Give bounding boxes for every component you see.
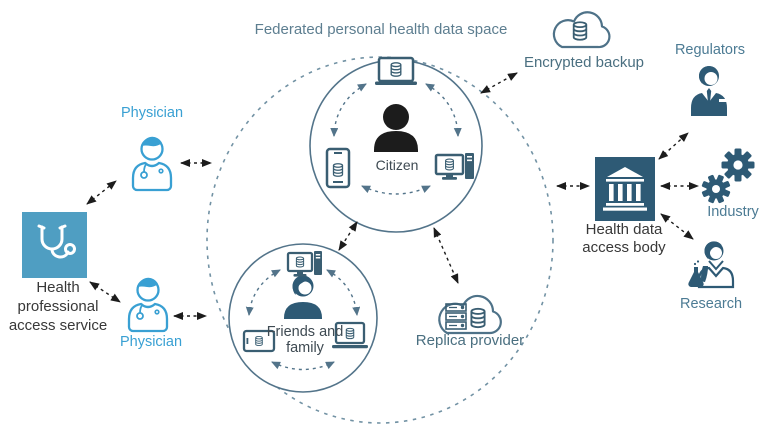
regulators-label: Regulators — [674, 42, 746, 58]
arrow-hdab-regulators — [658, 132, 689, 160]
arrow-hpas-physician-top — [86, 180, 117, 205]
arrow-citizen-friends — [338, 221, 358, 251]
friends-family-line2: family — [286, 340, 324, 356]
arrow-citizen-replica — [433, 227, 459, 284]
regulator-person-icon — [691, 66, 728, 116]
health-data-access-body-label: Health data access body — [573, 221, 675, 257]
health-data-access-body-tile — [595, 157, 655, 221]
citizen-person-icon — [374, 104, 418, 152]
arrow-citizen-backup — [480, 72, 518, 94]
industry-label: Industry — [707, 204, 759, 220]
desktop-database-icon — [434, 153, 474, 180]
laptop-database-icon-2 — [332, 321, 368, 349]
physician-top-icon — [131, 136, 173, 192]
stethoscope-icon — [37, 224, 76, 259]
hdab-line2: access body — [582, 239, 666, 256]
arrow-hdab-research — [660, 213, 694, 240]
health-professional-access-service-tile — [22, 212, 87, 278]
citizen-sync-arcs — [330, 83, 462, 195]
hpas-line1: Health — [36, 279, 80, 296]
hdab-line1: Health data — [585, 221, 663, 238]
phone-database-icon — [325, 147, 351, 189]
friends-family-label: Friends and family — [255, 324, 355, 356]
cloud-server-icon — [438, 294, 502, 335]
diagram-title: Federated personal health data space — [254, 21, 508, 38]
research-label: Research — [679, 296, 743, 312]
encrypted-backup-label: Encrypted backup — [523, 54, 645, 71]
friends-family-line1: Friends and — [266, 324, 344, 340]
citizen-label: Citizen — [375, 157, 419, 173]
replica-provider-label: Replica provider — [415, 332, 525, 349]
researcher-flask-icon — [688, 241, 735, 289]
hpas-line2: professional — [17, 298, 99, 315]
desktop-tower-icon — [286, 251, 322, 277]
cloud-database-icon — [552, 11, 611, 49]
physician-top-label: Physician — [120, 105, 184, 121]
laptop-database-icon — [375, 56, 417, 85]
physician-bottom-icon — [127, 277, 169, 333]
health-professional-access-service-label: Health professional access service — [0, 278, 120, 335]
friends-woman-icon — [284, 275, 322, 319]
bank-icon — [603, 167, 647, 211]
gears-icon — [701, 148, 755, 204]
tablet-database-icon — [242, 329, 276, 353]
physician-bottom-label: Physician — [119, 334, 183, 350]
hpas-line3: access service — [8, 317, 108, 334]
connection-arrows — [86, 72, 699, 320]
friends-sync-arcs — [245, 269, 361, 371]
